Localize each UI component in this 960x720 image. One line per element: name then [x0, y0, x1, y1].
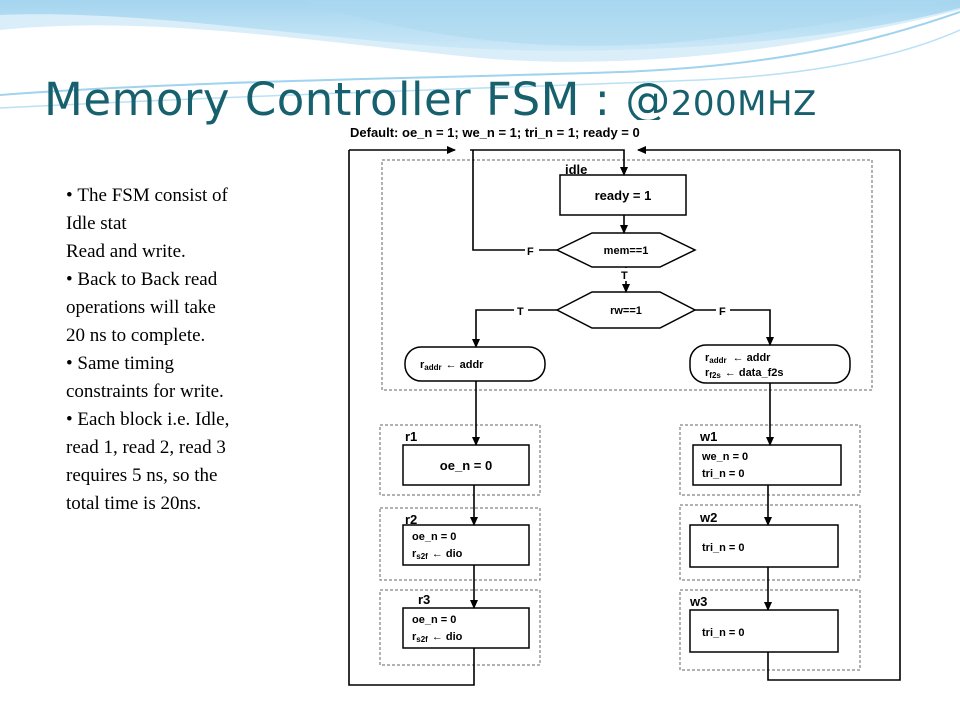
idle-state-name: idle	[565, 162, 587, 177]
rw-true-label: T	[517, 306, 524, 318]
r2-action-box	[402, 524, 530, 566]
fsm-transitions	[348, 146, 901, 686]
idle-action: ready = 1	[595, 188, 652, 203]
rw-decision-cond: rw==1	[610, 305, 642, 317]
rw-false-label: F	[719, 306, 726, 318]
r3-action-box	[402, 607, 530, 649]
mem-decision	[555, 232, 697, 268]
r1-action: oe_n = 0	[440, 458, 492, 473]
r1-state-group	[379, 424, 541, 496]
w2-state-name: w2	[699, 510, 717, 525]
r1-action-box	[402, 444, 530, 486]
idle-action-box	[559, 174, 687, 216]
w3-state-name: w3	[689, 594, 707, 609]
r2-state-name: r2	[405, 512, 417, 527]
r3-action-assign: rs2f←dio	[412, 631, 463, 644]
w1-state-name: w1	[699, 429, 717, 444]
w2-action-box	[689, 524, 839, 568]
header-wave-decoration	[0, 0, 960, 109]
w1-action-box	[692, 444, 842, 486]
idle-state-group	[381, 159, 873, 391]
mem-true-label: T	[621, 270, 628, 282]
slide-title: Memory Controller FSM : @200MHZ	[44, 70, 817, 134]
r2-action-assign: rs2f←dio	[412, 548, 463, 561]
write-data-assign: rf2s←data_f2s	[705, 367, 783, 380]
read-addr-assign: raddr←addr	[420, 359, 484, 372]
w3-action-box	[689, 609, 839, 653]
write-addr-assign: raddr←addr	[705, 352, 771, 365]
r3-state-name: r3	[418, 592, 430, 607]
fsm-diagram: Default: oe_n = 1; we_n = 1; tri_n = 1; …	[327, 120, 921, 692]
title-text: Memory Controller FSM : @	[44, 73, 671, 126]
mem-false-label: F	[527, 246, 534, 258]
w3-action: tri_n = 0	[702, 627, 745, 639]
r2-action-oe: oe_n = 0	[412, 531, 456, 543]
r3-state-group	[379, 589, 541, 666]
bullet-item: Each block i.e. Idle,read 1, read 2, rea…	[66, 406, 296, 518]
w3-state-group	[679, 589, 861, 671]
r2-state-group	[379, 507, 541, 581]
w2-action: tri_n = 0	[702, 542, 745, 554]
mem-decision-cond: mem==1	[604, 245, 649, 257]
title-frequency: 200MHZ	[670, 84, 817, 124]
w1-action-tri: tri_n = 0	[702, 468, 745, 480]
r1-state-name: r1	[405, 429, 417, 444]
w1-action-we: we_n = 0	[701, 451, 748, 463]
r3-action-oe: oe_n = 0	[412, 614, 456, 626]
w2-state-group	[679, 504, 861, 581]
default-outputs-line: Default: oe_n = 1; we_n = 1; tri_n = 1; …	[350, 125, 640, 140]
